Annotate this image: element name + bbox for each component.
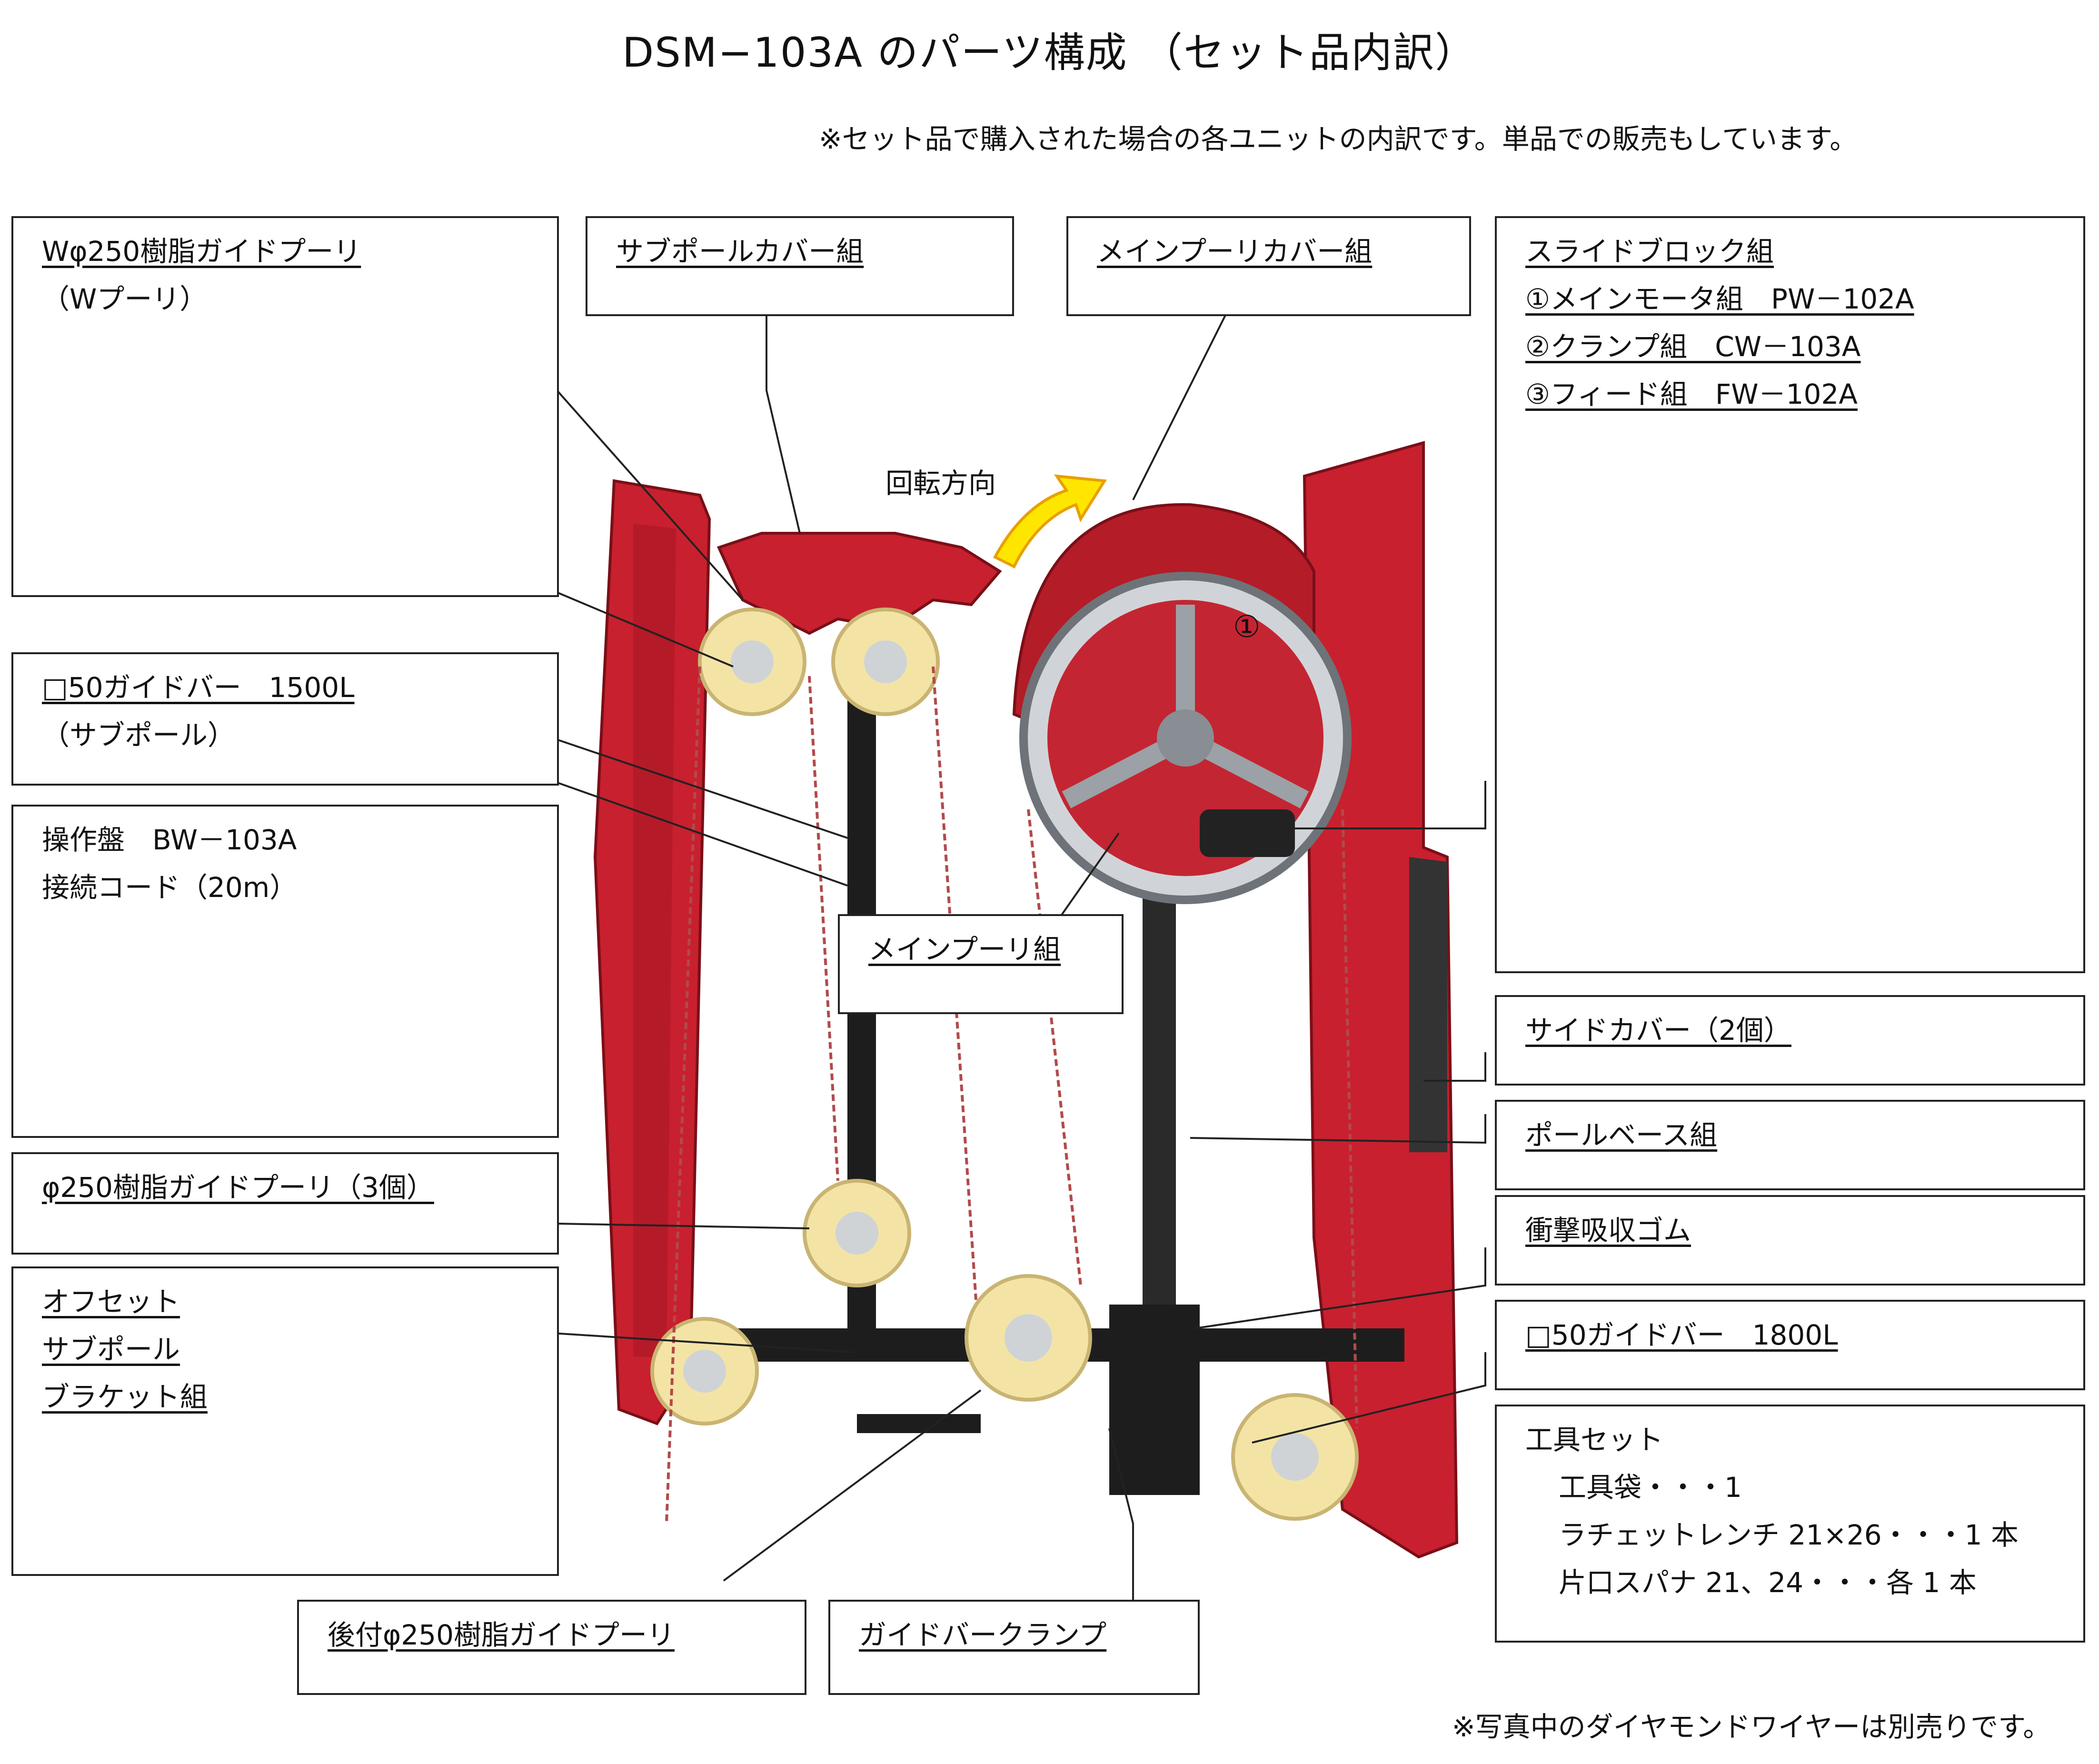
slide-block-item-3: ③フィード組 FW－102A xyxy=(1525,378,1858,410)
main-pulley-cover-title: メインプーリカバー組 xyxy=(1097,235,1373,268)
offset-bracket-line3: ブラケット組 xyxy=(42,1381,208,1413)
callout-pulley-250-x3: φ250樹脂ガイドプーリ（3個） xyxy=(11,1152,559,1255)
page-title: DSM−103A のパーツ構成 （セット品内訳） xyxy=(622,29,1477,77)
wire-note: ※写真中のダイヤモンドワイヤーは別売りです。 xyxy=(1452,1711,2051,1743)
callout-shock-rubber: 衝撃吸収ゴム xyxy=(1495,1195,2085,1286)
control-panel-line1: 操作盤 BW－103A xyxy=(42,824,297,856)
guide-bar-clamp-title: ガイドバークランプ xyxy=(859,1619,1107,1651)
callout-tool-set: 工具セット 工具袋・・・1 ラチェットレンチ 21×26・・・1 本 片口スパナ… xyxy=(1495,1405,2085,1643)
callout-rear-pulley: 後付φ250樹脂ガイドプーリ xyxy=(297,1600,806,1695)
slide-block-title: スライドブロック組 xyxy=(1525,235,1774,268)
offset-bracket-line2: サブポール xyxy=(42,1333,180,1365)
callout-guide-bar-clamp: ガイドバークランプ xyxy=(828,1600,1200,1695)
callout-main-pulley: メインプーリ組 xyxy=(838,914,1124,1014)
w-pulley-title: Wφ250樹脂ガイドプーリ xyxy=(42,235,361,268)
control-panel-line2: 接続コード（20m） xyxy=(42,871,298,904)
tool-set-item-3: 片口スパナ 21、24・・・各 1 本 xyxy=(1559,1566,1977,1599)
guide-bar-1500-title: □50ガイドバー 1500L xyxy=(42,671,355,704)
shock-rubber-title: 衝撃吸収ゴム xyxy=(1525,1214,1691,1246)
marker-1: ① xyxy=(1233,609,1261,645)
sub-pole-cover-title: サブポールカバー組 xyxy=(616,235,864,268)
guide-bar-1800-title: □50ガイドバー 1800L xyxy=(1525,1319,1838,1351)
sub-pole-cover xyxy=(716,532,1002,635)
callout-slide-block: スライドブロック組 ①メインモータ組 PW－102A ②クランプ組 CW－103… xyxy=(1495,216,2085,973)
callout-guide-bar-1500: □50ガイドバー 1500L （サブポール） xyxy=(11,652,559,786)
callout-pole-base: ポールベース組 xyxy=(1495,1100,2085,1190)
set-note: ※セット品で購入された場合の各ユニットの内訳です。単品での販売もしています。 xyxy=(819,123,1858,155)
tool-set-item-1: 工具袋・・・1 xyxy=(1559,1471,1742,1504)
slide-block-item-2: ②クランプ組 CW－103A xyxy=(1525,330,1861,363)
slide-block-item-1: ①メインモータ組 PW－102A xyxy=(1525,283,1914,315)
main-pulley-title: メインプーリ組 xyxy=(868,933,1061,966)
w-pulley-sub: （Wプーリ） xyxy=(42,283,208,315)
tool-set-item-2: ラチェットレンチ 21×26・・・1 本 xyxy=(1559,1519,2019,1551)
rotation-arrow xyxy=(993,474,1107,569)
pulley-250-x3-title: φ250樹脂ガイドプーリ（3個） xyxy=(42,1171,434,1204)
tool-set-title: 工具セット xyxy=(1525,1424,1664,1456)
leader-lines xyxy=(551,309,1486,1600)
rear-pulley-title: 後付φ250樹脂ガイドプーリ xyxy=(328,1619,675,1651)
pole-base-block xyxy=(1109,1305,1200,1495)
rotation-label: 回転方向 xyxy=(885,467,996,499)
callout-sub-pole-cover: サブポールカバー組 xyxy=(586,216,1014,316)
guide-bar-1500-sub: （サブポール） xyxy=(42,719,236,751)
side-cover-title: サイドカバー（2個） xyxy=(1525,1014,1791,1046)
callout-side-cover: サイドカバー（2個） xyxy=(1495,995,2085,1086)
callout-control-panel: 操作盤 BW－103A 接続コード（20m） xyxy=(11,805,559,1138)
callout-offset-bracket: オフセット サブポール ブラケット組 xyxy=(11,1266,559,1576)
main-pole-bar xyxy=(1143,857,1176,1305)
pole-base-title: ポールベース組 xyxy=(1525,1119,1718,1151)
diamond-wire xyxy=(665,666,1358,1524)
callout-main-pulley-cover: メインプーリカバー組 xyxy=(1066,216,1471,316)
callout-guide-bar-1800: □50ガイドバー 1800L xyxy=(1495,1300,2085,1390)
callout-w-pulley: Wφ250樹脂ガイドプーリ （Wプーリ） xyxy=(11,216,559,597)
offset-bracket-line1: オフセット xyxy=(42,1286,180,1318)
